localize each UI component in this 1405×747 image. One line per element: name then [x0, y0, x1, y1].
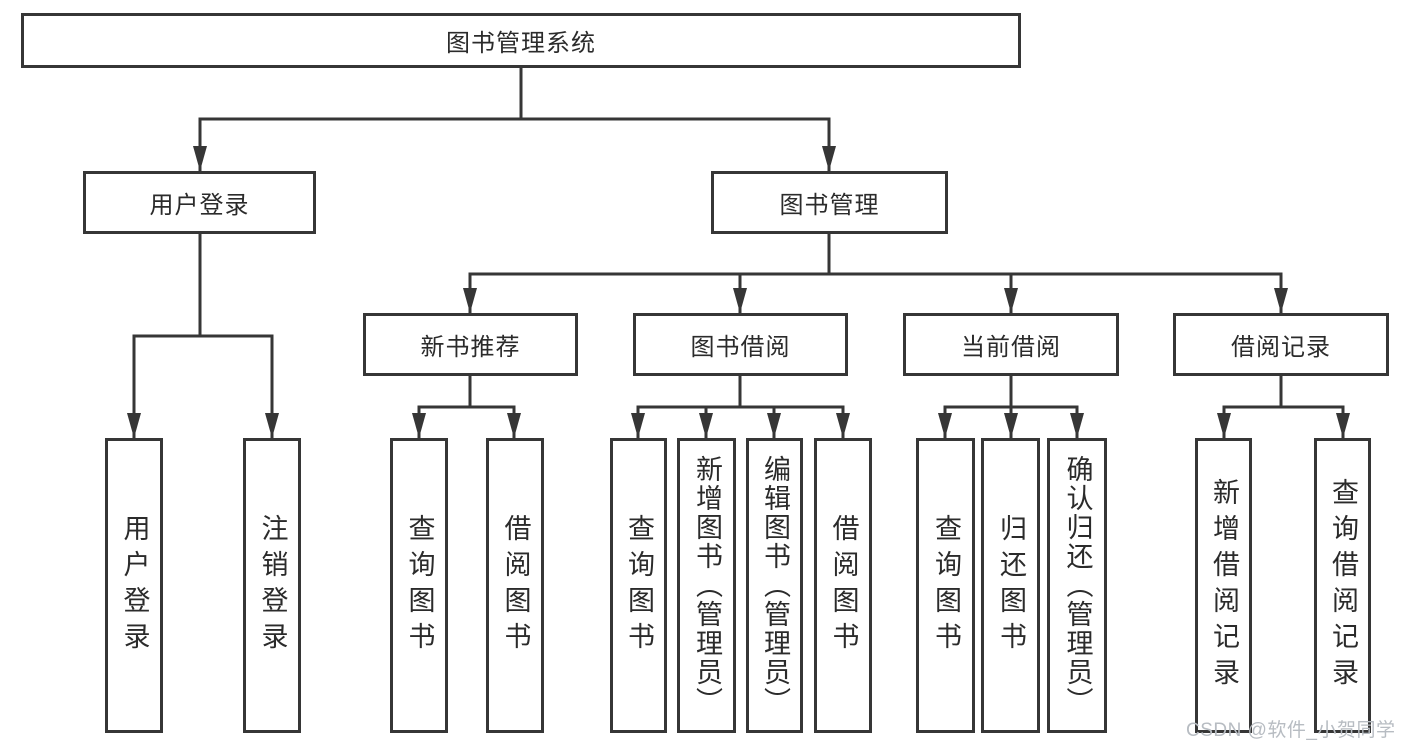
leaf-records-add-record: 新增借阅记录: [1195, 438, 1252, 733]
node-book-management: 图书管理: [711, 171, 948, 234]
connector-user-login-to-children: [127, 234, 279, 438]
connector-book-management-to-level3: [463, 234, 1288, 313]
leaf-user-login: 用户登录: [105, 438, 163, 733]
node-user-login: 用户登录: [83, 171, 316, 234]
leaf-records-query-record: 查询借阅记录: [1314, 438, 1371, 733]
leaf-borrow-add-book-admin: 新增图书（管理员）: [677, 438, 736, 733]
connector-borrow-records-to-children: [1217, 376, 1350, 438]
leaf-borrow-borrow-books: 借阅图书: [814, 438, 872, 733]
node-current-borrow: 当前借阅: [903, 313, 1119, 376]
leaf-logout: 注销登录: [243, 438, 301, 733]
connector-root-to-level2: [193, 68, 836, 171]
connector-book-borrow-to-children: [631, 376, 850, 438]
leaf-borrow-edit-book-admin: 编辑图书（管理员）: [746, 438, 803, 733]
leaf-recommend-borrow-books: 借阅图书: [486, 438, 544, 733]
connector-new-book-recommend-to-children: [412, 376, 521, 438]
node-borrow-records: 借阅记录: [1173, 313, 1389, 376]
node-new-book-recommend: 新书推荐: [363, 313, 578, 376]
leaf-current-confirm-return-admin: 确认归还（管理员）: [1047, 438, 1107, 733]
leaf-current-query-books: 查询图书: [916, 438, 975, 733]
node-book-borrow: 图书借阅: [633, 313, 848, 376]
connector-current-borrow-to-children: [938, 376, 1084, 438]
node-root: 图书管理系统: [21, 13, 1021, 68]
leaf-current-return-books: 归还图书: [981, 438, 1040, 733]
csdn-watermark: CSDN @软件_小贺同学: [1186, 720, 1396, 741]
leaf-recommend-query-books: 查询图书: [390, 438, 448, 733]
leaf-borrow-query-books: 查询图书: [610, 438, 667, 733]
